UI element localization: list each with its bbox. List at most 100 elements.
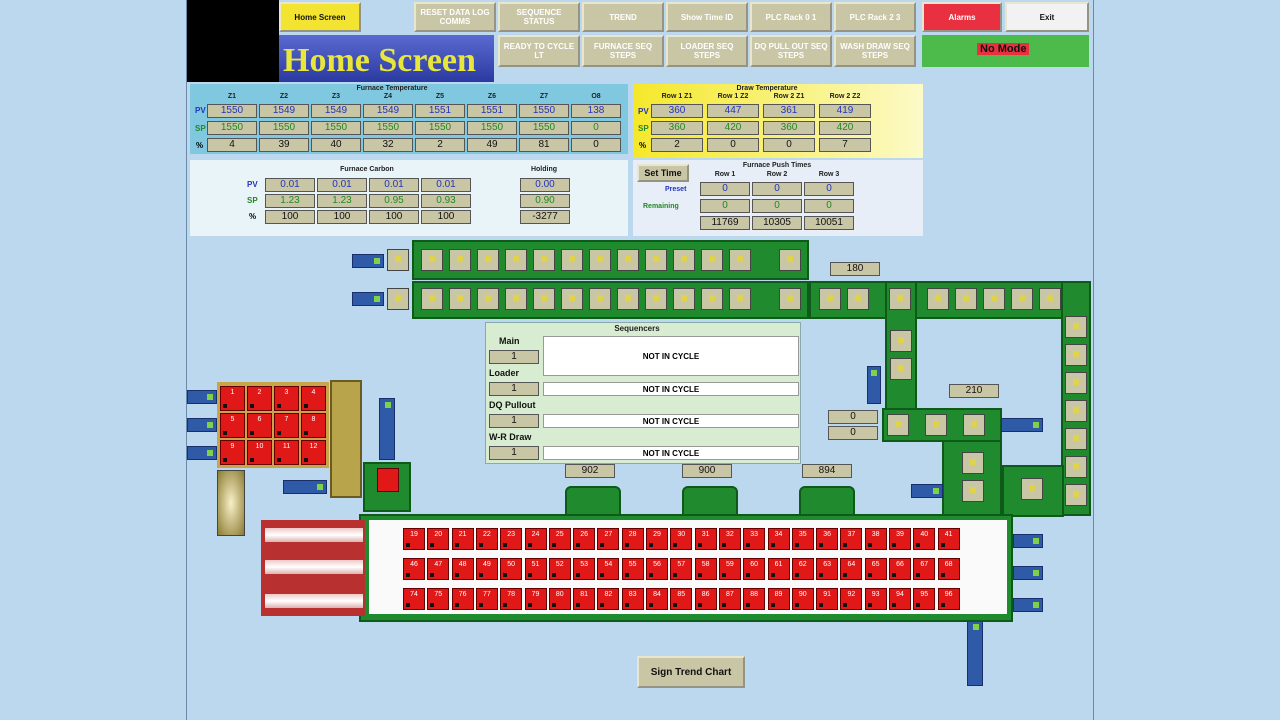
furnace-seq-steps-button[interactable]: FURNACE SEQ STEPS <box>582 35 664 67</box>
plc-rack-23-button[interactable]: PLC Rack 2 3 <box>834 2 916 32</box>
loader-position: 8 <box>301 413 326 438</box>
zone-pct-value: 0 <box>571 138 621 152</box>
furnace-position: 80 <box>548 588 571 610</box>
zone-sp-value: 0 <box>571 121 621 135</box>
pct-label: % <box>196 141 204 150</box>
pusher-vert-2[interactable] <box>867 366 881 404</box>
sequencer-label: W-R Draw <box>489 432 532 442</box>
carbon-pv-value: 0.01 <box>317 178 367 192</box>
alarms-button[interactable]: Alarms <box>922 2 1002 32</box>
furnace-position: 88 <box>743 588 766 610</box>
conveyor-station[interactable] <box>729 288 751 310</box>
sequence-status-button[interactable]: SEQUENCE STATUS <box>498 2 580 32</box>
conveyor-station[interactable] <box>1065 456 1087 478</box>
conveyor-station[interactable] <box>779 288 801 310</box>
conveyor-station[interactable] <box>533 249 555 271</box>
pusher-exit-3[interactable] <box>1013 598 1043 612</box>
pusher-exit-2[interactable] <box>1013 566 1043 580</box>
conveyor-station[interactable] <box>421 249 443 271</box>
conveyor-station[interactable] <box>505 249 527 271</box>
pusher-1[interactable] <box>352 254 384 268</box>
conveyor-station[interactable] <box>729 249 751 271</box>
pusher-2[interactable] <box>352 292 384 306</box>
conveyor-station[interactable] <box>505 288 527 310</box>
conveyor-station[interactable] <box>1039 288 1061 310</box>
sequencer-value: 1 <box>489 350 539 364</box>
conveyor-station[interactable] <box>449 288 471 310</box>
ready-to-cycle-button[interactable]: READY TO CYCLE LT <box>498 35 580 67</box>
conveyor-station[interactable] <box>925 414 947 436</box>
conveyor-station[interactable] <box>561 288 583 310</box>
pusher-vert-1[interactable] <box>379 398 395 460</box>
conveyor-station[interactable] <box>955 288 977 310</box>
sign-trend-chart-button[interactable]: Sign Trend Chart <box>637 656 745 688</box>
conveyor-station[interactable] <box>962 452 984 474</box>
conveyor-station[interactable] <box>645 288 667 310</box>
conveyor-station[interactable] <box>927 288 949 310</box>
conveyor-station[interactable] <box>589 288 611 310</box>
conveyor-station[interactable] <box>533 288 555 310</box>
pusher-right-2[interactable] <box>911 484 943 498</box>
conveyor-station[interactable] <box>819 288 841 310</box>
conveyor-station[interactable] <box>847 288 869 310</box>
pusher-3[interactable] <box>187 390 217 404</box>
conveyor-station[interactable] <box>962 480 984 502</box>
conveyor-station[interactable] <box>1065 428 1087 450</box>
plc-rack-01-button[interactable]: PLC Rack 0 1 <box>750 2 832 32</box>
conveyor-station[interactable] <box>890 358 912 380</box>
conveyor-station[interactable] <box>779 249 801 271</box>
zone-pct-value: 49 <box>467 138 517 152</box>
show-time-id-button[interactable]: Show Time ID <box>666 2 748 32</box>
conveyor-station[interactable] <box>673 288 695 310</box>
conveyor-station[interactable] <box>1065 316 1087 338</box>
conveyor-station[interactable] <box>890 330 912 352</box>
radiant-tube-3 <box>265 594 363 608</box>
exit-button[interactable]: Exit <box>1005 2 1089 32</box>
conveyor-station[interactable] <box>387 288 409 310</box>
push-times-title: Furnace Push Times <box>742 162 812 169</box>
conveyor-station[interactable] <box>1011 288 1033 310</box>
pusher-4[interactable] <box>187 418 217 432</box>
conveyor-station[interactable] <box>1065 344 1087 366</box>
carbon-pct-value: 100 <box>265 210 315 224</box>
page-title: Home Screen <box>283 42 476 79</box>
pusher-6[interactable] <box>283 480 327 494</box>
conveyor-station[interactable] <box>561 249 583 271</box>
pusher-down[interactable] <box>967 620 983 686</box>
reset-data-log-button[interactable]: RESET DATA LOG COMMS <box>414 2 496 32</box>
conveyor-station[interactable] <box>477 249 499 271</box>
conveyor-station[interactable] <box>983 288 1005 310</box>
conveyor-station[interactable] <box>645 249 667 271</box>
furnace-position: 89 <box>767 588 790 610</box>
conveyor-station[interactable] <box>1065 372 1087 394</box>
furnace-position: 76 <box>451 588 474 610</box>
conveyor-station[interactable] <box>589 249 611 271</box>
conveyor-station[interactable] <box>1065 400 1087 422</box>
conveyor-station[interactable] <box>387 249 409 271</box>
draw-pct-label: % <box>639 141 647 150</box>
conveyor-station[interactable] <box>617 288 639 310</box>
conveyor-station[interactable] <box>673 249 695 271</box>
conveyor-station[interactable] <box>1065 484 1087 506</box>
conveyor-station[interactable] <box>1021 478 1043 500</box>
conveyor-station[interactable] <box>701 288 723 310</box>
furnace-position: 61 <box>767 558 790 580</box>
pusher-5[interactable] <box>187 446 217 460</box>
conveyor-station[interactable] <box>477 288 499 310</box>
conveyor-station[interactable] <box>889 288 911 310</box>
conveyor-station[interactable] <box>617 249 639 271</box>
pusher-exit-1[interactable] <box>1013 534 1043 548</box>
loader-seq-steps-button[interactable]: LOADER SEQ STEPS <box>666 35 748 67</box>
home-screen-button[interactable]: Home Screen <box>279 2 361 32</box>
trend-button[interactable]: TREND <box>582 2 664 32</box>
furnace-position: 54 <box>597 558 620 580</box>
conveyor-station[interactable] <box>963 414 985 436</box>
set-time-button[interactable]: Set Time <box>637 164 689 182</box>
dq-pull-out-seq-steps-button[interactable]: DQ PULL OUT SEQ STEPS <box>750 35 832 67</box>
conveyor-station[interactable] <box>421 288 443 310</box>
wash-draw-seq-steps-button[interactable]: WASH DRAW SEQ STEPS <box>834 35 916 67</box>
conveyor-station[interactable] <box>887 414 909 436</box>
conveyor-station[interactable] <box>449 249 471 271</box>
pusher-right-1[interactable] <box>1001 418 1043 432</box>
conveyor-station[interactable] <box>701 249 723 271</box>
